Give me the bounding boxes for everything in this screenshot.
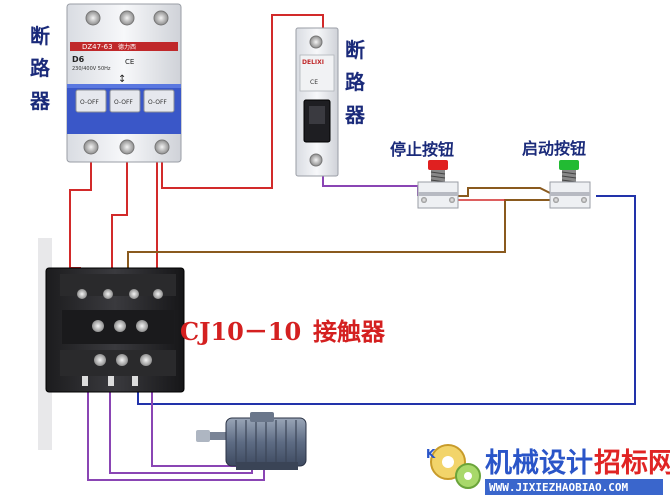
screw-icon — [114, 320, 126, 332]
screw-icon — [94, 354, 106, 366]
svg-text:断: 断 — [345, 38, 365, 62]
screw-icon — [92, 320, 104, 332]
wire-red-phase-2 — [111, 160, 128, 278]
screw-icon — [116, 354, 128, 366]
screw-icon — [83, 139, 99, 155]
ce-icon: CE — [125, 58, 134, 66]
watermark-text-b: 招标网 — [594, 448, 670, 479]
single-pole-breaker: DELIXI CE — [295, 27, 339, 177]
screw-icon — [553, 197, 559, 203]
breaker-spec: 230/400V 50Hz — [72, 66, 111, 72]
svg-text:O-OFF: O-OFF — [114, 99, 133, 106]
breaker-toggle-3[interactable]: O-OFF — [143, 89, 175, 113]
screw-icon — [309, 35, 323, 49]
breaker-rating: D6 — [72, 55, 85, 64]
wire-purple-motor-2 — [109, 385, 253, 474]
screw-icon — [119, 10, 135, 26]
screw-icon — [77, 289, 87, 299]
wire-blue-return — [137, 195, 636, 405]
breaker-brand: 德力西 — [118, 43, 136, 51]
svg-text:器: 器 — [344, 103, 366, 127]
watermark: K 机械设计 招标网 WWW.JIXIEZHAOBIAO.COM — [426, 444, 670, 495]
breaker-left-label: 断 路 器 — [29, 24, 51, 113]
breaker-toggle-2[interactable]: O-OFF — [109, 89, 141, 113]
contactor-label: CJ10－10 接触器 — [180, 317, 386, 346]
contactor-label-cn: 接触器 — [313, 317, 386, 346]
start-button-label: 启动按钮 — [522, 139, 586, 158]
motor — [196, 412, 307, 470]
contactor-label-latin: CJ10－10 — [180, 317, 301, 346]
wire-layer — [69, 14, 636, 481]
arrow-updown-icon: ↕ — [118, 74, 126, 85]
wire-red-phase-3 — [161, 14, 324, 189]
watermark-url: WWW.JIXIEZHAOBIAO.COM — [489, 481, 628, 494]
screw-icon — [421, 197, 427, 203]
ce-icon: CE — [310, 79, 318, 86]
svg-text:路: 路 — [30, 56, 51, 80]
screw-icon — [85, 10, 101, 26]
three-pole-breaker: DZ47-63 德力西 D6 230/400V 50Hz CE ↕ O-OFF … — [66, 3, 182, 163]
breaker-right-brand: DELIXI — [302, 59, 324, 66]
wire-brown-stop-to-start — [458, 187, 553, 197]
breaker-right-label: 断 路 器 — [344, 38, 366, 127]
wire-brown-start-to-contactor — [127, 199, 552, 278]
gear-logo-icon: K — [426, 444, 481, 489]
breaker-toggle-1[interactable]: O-OFF — [75, 89, 107, 113]
screw-icon — [103, 289, 113, 299]
screw-icon — [136, 320, 148, 332]
wire-purple-breaker-to-stop — [322, 175, 419, 196]
screw-icon — [153, 289, 163, 299]
screw-icon — [309, 153, 323, 167]
svg-text:O-OFF: O-OFF — [80, 99, 99, 106]
svg-text:O-OFF: O-OFF — [148, 99, 167, 106]
stop-button[interactable]: 停止按钮 — [390, 140, 459, 209]
screw-icon — [129, 289, 139, 299]
svg-text:器: 器 — [29, 89, 51, 113]
screw-icon — [581, 197, 587, 203]
wire-purple-motor-1 — [87, 385, 265, 481]
screw-icon — [449, 197, 455, 203]
contactor — [38, 238, 185, 450]
svg-text:断: 断 — [30, 24, 50, 48]
svg-text:K: K — [426, 447, 436, 461]
stop-button-label: 停止按钮 — [390, 140, 454, 159]
screw-icon — [140, 354, 152, 366]
watermark-text-a: 机械设计 — [485, 448, 593, 479]
svg-text:路: 路 — [345, 70, 366, 94]
screw-icon — [154, 139, 170, 155]
screw-icon — [119, 139, 135, 155]
breaker-model: DZ47-63 — [82, 43, 113, 51]
start-button[interactable]: 启动按钮 — [522, 139, 591, 209]
screw-icon — [153, 10, 169, 26]
